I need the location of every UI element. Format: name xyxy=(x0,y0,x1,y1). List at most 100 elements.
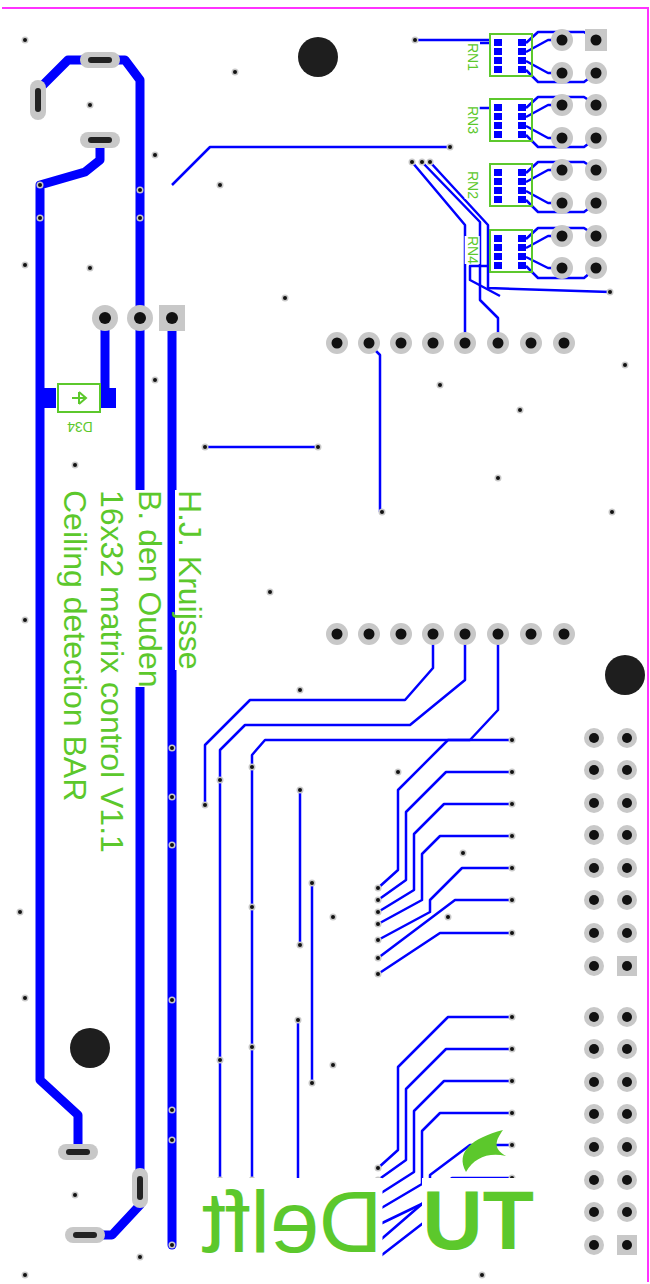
header-pin xyxy=(584,858,604,878)
header-pin xyxy=(358,623,380,645)
through-hole-pad xyxy=(99,312,111,324)
thick-trace xyxy=(168,318,177,1245)
via xyxy=(509,1110,516,1117)
via xyxy=(376,938,380,942)
thin-trace xyxy=(378,1049,512,1180)
smd-pad xyxy=(494,169,502,176)
smd-pad xyxy=(494,122,502,129)
silkscreen-text: 16x32 matrix control V1.1 xyxy=(97,490,127,853)
via xyxy=(72,1192,79,1199)
header-pin xyxy=(622,1240,632,1250)
via xyxy=(410,160,414,164)
component-ref: RN2 xyxy=(464,171,479,199)
thin-trace xyxy=(480,42,490,45)
via xyxy=(217,777,224,784)
smd-pad xyxy=(40,39,526,408)
header-pin xyxy=(591,68,602,79)
via xyxy=(509,897,516,904)
via xyxy=(23,618,27,622)
oval-pad xyxy=(30,52,148,1243)
via xyxy=(38,183,42,187)
mounting-hole xyxy=(70,37,645,1068)
via xyxy=(295,1017,302,1024)
oval-pad xyxy=(35,88,41,112)
logo-text: Delft xyxy=(202,1178,383,1266)
header-pin xyxy=(589,1077,599,1087)
via xyxy=(509,1046,516,1053)
through-hole-pad xyxy=(159,305,185,331)
mounting-hole xyxy=(605,655,645,695)
via xyxy=(622,362,629,369)
header-pin xyxy=(589,863,599,873)
header-pin xyxy=(332,338,343,349)
smd-pad xyxy=(518,187,526,194)
component-ref: D34 xyxy=(67,418,93,433)
header-pin xyxy=(617,923,637,943)
header-pin xyxy=(622,895,632,905)
smd-pad xyxy=(494,66,502,73)
via xyxy=(509,737,516,744)
header-pin xyxy=(585,29,607,51)
via xyxy=(376,886,380,890)
oval-pad xyxy=(88,57,112,63)
via xyxy=(249,1044,256,1051)
via xyxy=(609,509,616,516)
thin-trace xyxy=(378,836,512,924)
via xyxy=(510,866,514,870)
logo-flame xyxy=(463,1130,506,1172)
header-pin xyxy=(622,1012,632,1022)
via xyxy=(509,930,516,937)
via xyxy=(375,885,382,892)
thin-trace xyxy=(252,634,498,1180)
via xyxy=(495,475,502,482)
via xyxy=(73,1193,77,1197)
header-pin xyxy=(559,338,570,349)
via xyxy=(376,922,380,926)
header-pin xyxy=(584,825,604,845)
header-pin xyxy=(622,733,632,743)
via xyxy=(202,444,209,451)
oval-pad xyxy=(73,1232,97,1238)
through-hole-pad xyxy=(134,312,146,324)
via xyxy=(88,103,92,107)
via xyxy=(479,1272,486,1279)
via xyxy=(137,1254,144,1261)
via xyxy=(296,1018,300,1022)
via xyxy=(330,1062,337,1069)
header-pin xyxy=(557,133,568,144)
logo-flame xyxy=(463,1130,506,1172)
header-pin xyxy=(551,29,573,51)
via xyxy=(427,159,434,166)
header-pin xyxy=(589,1142,599,1152)
via xyxy=(250,765,254,769)
via xyxy=(203,445,207,449)
resistor-network xyxy=(490,230,532,272)
smd-pad xyxy=(494,113,502,120)
header-pin xyxy=(589,830,599,840)
header-pin xyxy=(493,629,504,640)
via xyxy=(510,834,514,838)
via xyxy=(138,216,142,220)
via xyxy=(73,463,77,467)
via xyxy=(17,909,24,916)
smd-pad xyxy=(518,244,526,251)
via xyxy=(137,187,144,194)
via xyxy=(169,1137,176,1144)
via xyxy=(297,942,304,949)
header-pin xyxy=(584,1202,604,1222)
header-pin xyxy=(326,29,637,1255)
header-pin xyxy=(622,928,632,938)
via xyxy=(218,1058,222,1062)
header-pin xyxy=(617,728,637,748)
smd-pad xyxy=(518,262,526,269)
via xyxy=(375,909,382,916)
via xyxy=(413,38,417,42)
via xyxy=(23,38,27,42)
header-pin xyxy=(589,1207,599,1217)
smd-pad xyxy=(518,66,526,73)
via xyxy=(23,996,27,1000)
via xyxy=(376,1166,380,1170)
mounting-hole xyxy=(298,37,338,77)
via xyxy=(23,1273,27,1277)
header-pin xyxy=(551,127,573,149)
